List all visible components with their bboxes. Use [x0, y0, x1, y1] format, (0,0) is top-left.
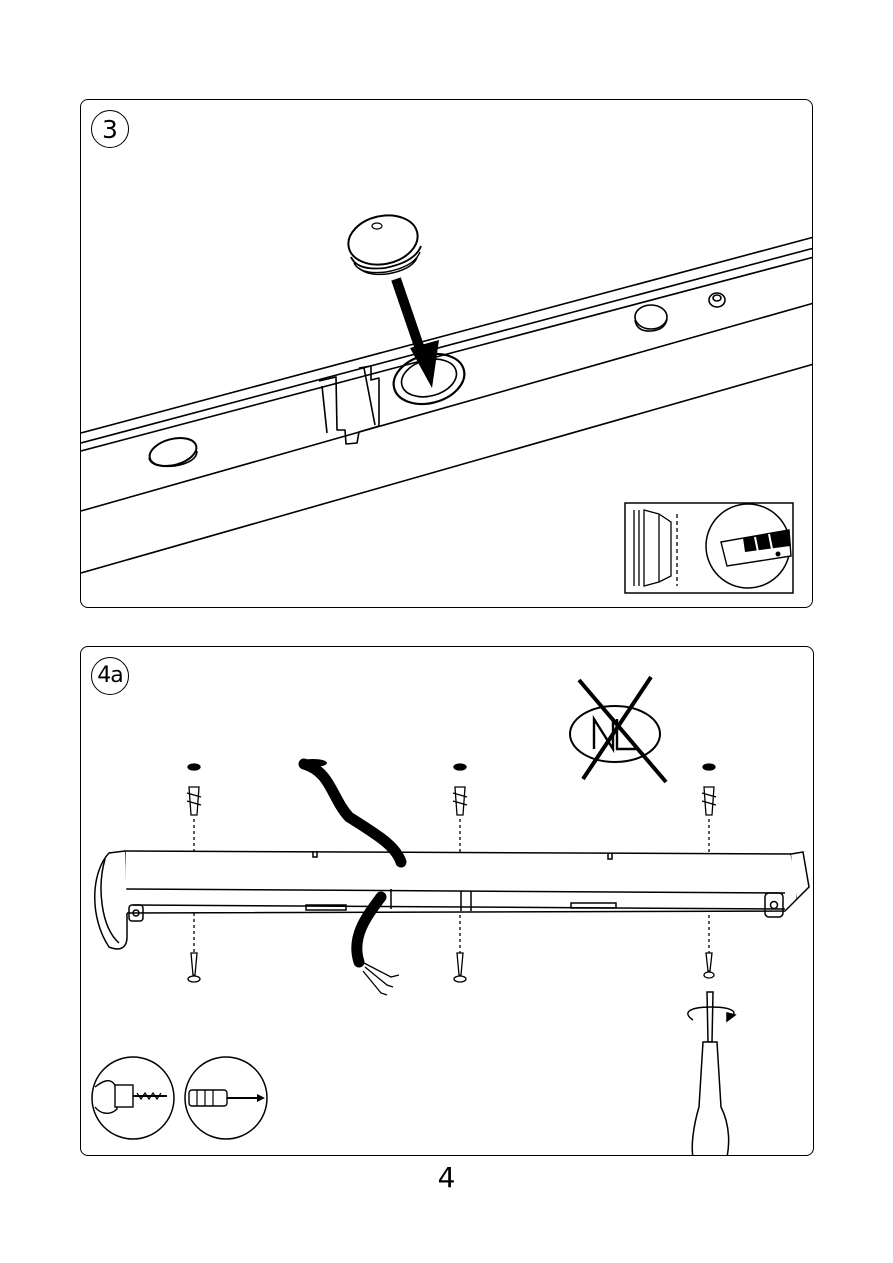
page-number: 4: [0, 1160, 893, 1196]
screwdriver-in-use: [688, 992, 735, 1156]
step-number-badge: 3: [91, 110, 129, 148]
cutter-knife-icon: [706, 504, 791, 588]
step-number-badge: 4a: [91, 657, 129, 695]
detail-inset: [625, 503, 793, 593]
step-3-panel: 3: [80, 99, 813, 608]
screwdriver-icon: [185, 1057, 267, 1139]
step-4a-panel: 4a: [80, 646, 814, 1156]
step-4a-illustration: [81, 647, 814, 1156]
step-3-illustration: [81, 100, 813, 608]
no-nl-icon: [570, 677, 666, 782]
drill-icon: [92, 1057, 174, 1139]
insert-arrow-icon: [396, 279, 439, 388]
